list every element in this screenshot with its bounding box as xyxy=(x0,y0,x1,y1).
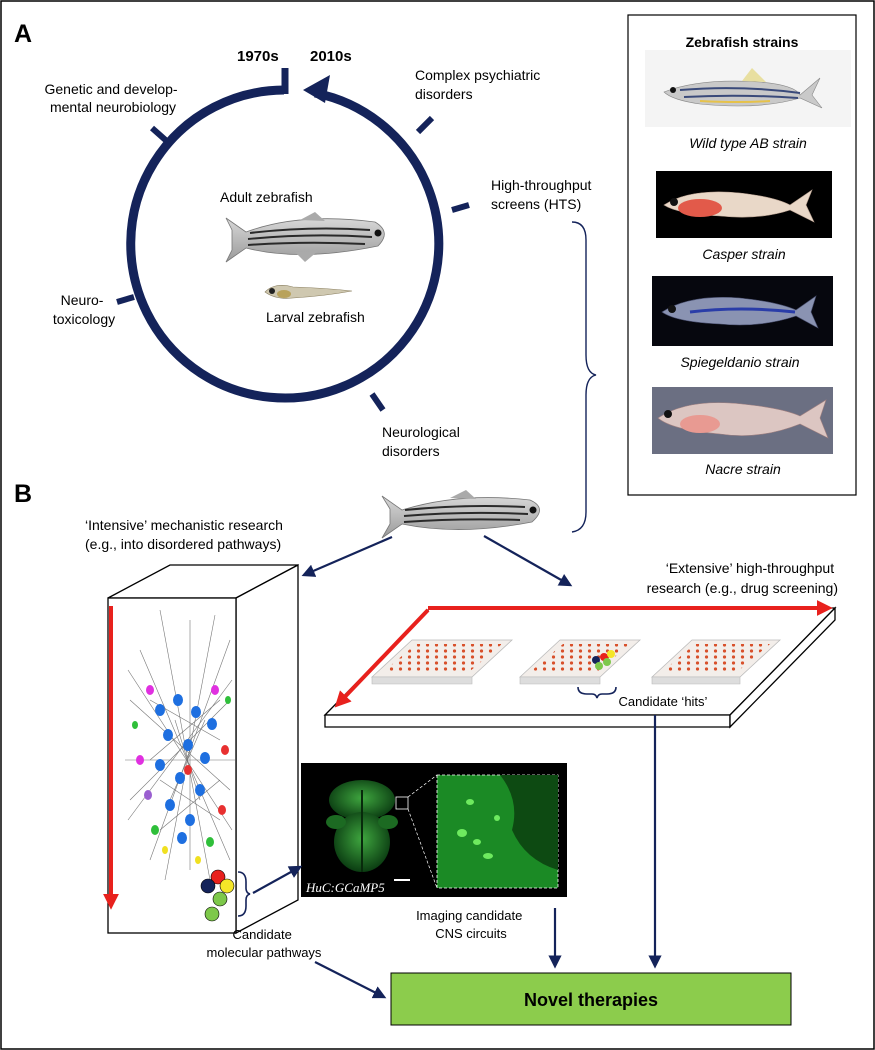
tick-psychiatric xyxy=(415,115,435,135)
strain-photo-nacre xyxy=(652,387,833,454)
well-plate-3 xyxy=(650,639,782,685)
well-plate-2 xyxy=(518,639,642,685)
strain-name-nacre: Nacre strain xyxy=(705,461,781,477)
larval-zebrafish-label: Larval zebrafish xyxy=(266,309,365,325)
well-plate-1 xyxy=(370,639,514,685)
pathway-brace xyxy=(237,871,251,917)
strain-photo-casper xyxy=(656,171,832,238)
extensive-red-arrow-diagonal xyxy=(334,608,430,708)
tick-hts xyxy=(451,202,470,213)
tick-neurotox xyxy=(116,294,135,305)
timeline-circle xyxy=(116,68,470,412)
strain-name-casper: Casper strain xyxy=(702,246,785,262)
candidate-pathway-nodes xyxy=(200,869,235,922)
timeline-end-label: 2010s xyxy=(310,48,352,65)
strain-photo-wildtype xyxy=(645,50,851,127)
tick-genetic xyxy=(150,125,172,147)
field-neurological: Neurological disorders xyxy=(382,424,464,459)
field-neurotoxicology: Neuro- toxicology xyxy=(53,292,115,327)
timeline-start-label: 1970s xyxy=(237,48,279,65)
novel-therapies-label: Novel therapies xyxy=(524,990,658,1010)
strain-photo-spiegeldanio xyxy=(652,276,833,346)
candidate-hits-label: Candidate ‘hits’ xyxy=(619,694,708,709)
field-psychiatric: Complex psychiatric disorders xyxy=(415,67,544,102)
candidate-hits-wells xyxy=(592,650,615,670)
hits-brace xyxy=(577,686,617,699)
imaging-label: Imaging candidate CNS circuits xyxy=(416,908,526,941)
timeline-arrowhead xyxy=(303,75,330,103)
arrow-to-extensive xyxy=(483,535,573,587)
candidate-pathways-label: Candidate molecular pathways xyxy=(207,927,322,960)
arrow-pathways-to-imaging xyxy=(252,865,303,894)
adult-zebrafish-label: Adult zebrafish xyxy=(220,189,313,205)
intensive-research-box xyxy=(107,563,299,935)
tick-neurological xyxy=(369,392,386,412)
arrow-pathways-to-therapies xyxy=(314,961,387,999)
strains-title: Zebrafish strains xyxy=(686,34,799,50)
micrograph-label: HuC:GCaMP5 xyxy=(305,880,385,895)
panel-b-label: B xyxy=(14,480,32,508)
strain-name-spiegeldanio: Spiegeldanio strain xyxy=(680,354,799,370)
molecular-network-graph xyxy=(125,609,251,922)
calcium-imaging-micrograph xyxy=(301,763,567,897)
field-hts: High-throughput screens (HTS) xyxy=(491,177,595,212)
extensive-label: ‘Extensive’ high-throughput research (e.… xyxy=(647,560,838,596)
center-zebrafish-image xyxy=(381,490,540,539)
field-genetic: Genetic and develop- mental neurobiology xyxy=(45,81,182,115)
novel-therapies-box xyxy=(390,972,792,1026)
adult-zebrafish-image xyxy=(225,212,385,263)
intensive-label: ‘Intensive’ mechanistic research (e.g., … xyxy=(85,517,287,552)
larval-zebrafish-image xyxy=(264,285,353,299)
panel-a-label: A xyxy=(14,20,32,48)
arrow-to-intensive xyxy=(301,535,393,577)
strain-name-wildtype: Wild type AB strain xyxy=(689,135,807,151)
hts-brace xyxy=(571,221,597,533)
